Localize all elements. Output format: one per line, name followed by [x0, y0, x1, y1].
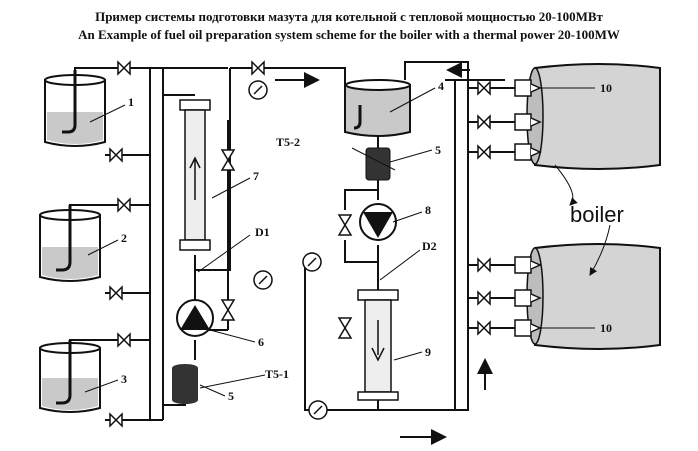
valves	[109, 60, 491, 428]
label-pump-8: 8	[425, 203, 431, 217]
label-tank-1: 1	[128, 95, 134, 109]
label-burner-10-bottom: 10	[600, 321, 612, 335]
leader-lines	[84, 87, 611, 397]
boiler-top	[526, 63, 661, 170]
pressure-gauges	[248, 80, 328, 420]
label-pump-6: 6	[258, 335, 264, 349]
heater-9	[357, 289, 399, 401]
label-tank-3: 3	[121, 372, 127, 386]
tank-2	[39, 205, 101, 282]
title-english: An Example of fuel oil preparation syste…	[78, 27, 620, 42]
label-tank-4: 4	[438, 79, 444, 93]
tank-1	[44, 70, 106, 147]
tank-4	[344, 79, 411, 137]
label-boiler: boiler	[570, 202, 624, 227]
burners	[514, 79, 542, 337]
boiler-bottom	[526, 243, 661, 350]
label-filter-5-top: 5	[435, 143, 441, 157]
tank-3	[39, 340, 101, 413]
label-tank-2: 2	[121, 231, 127, 245]
pump-8	[359, 203, 397, 241]
label-d1: D1	[255, 225, 270, 239]
label-filter-5-bottom: 5	[228, 389, 234, 403]
pump-6	[176, 299, 214, 337]
label-burner-10-top: 10	[600, 81, 612, 95]
heater-7	[179, 99, 211, 251]
pipelines	[69, 61, 515, 445]
filter-5-top	[365, 147, 391, 181]
title-russian: Пример системы подготовки мазута для кот…	[95, 9, 603, 24]
label-heater-7: 7	[253, 169, 259, 183]
label-ts5-1: T5-1	[265, 367, 289, 381]
label-heater-9: 9	[425, 345, 431, 359]
label-ts5-2: T5-2	[276, 135, 300, 149]
filter-5-bottom	[172, 364, 198, 404]
label-d2: D2	[422, 239, 437, 253]
